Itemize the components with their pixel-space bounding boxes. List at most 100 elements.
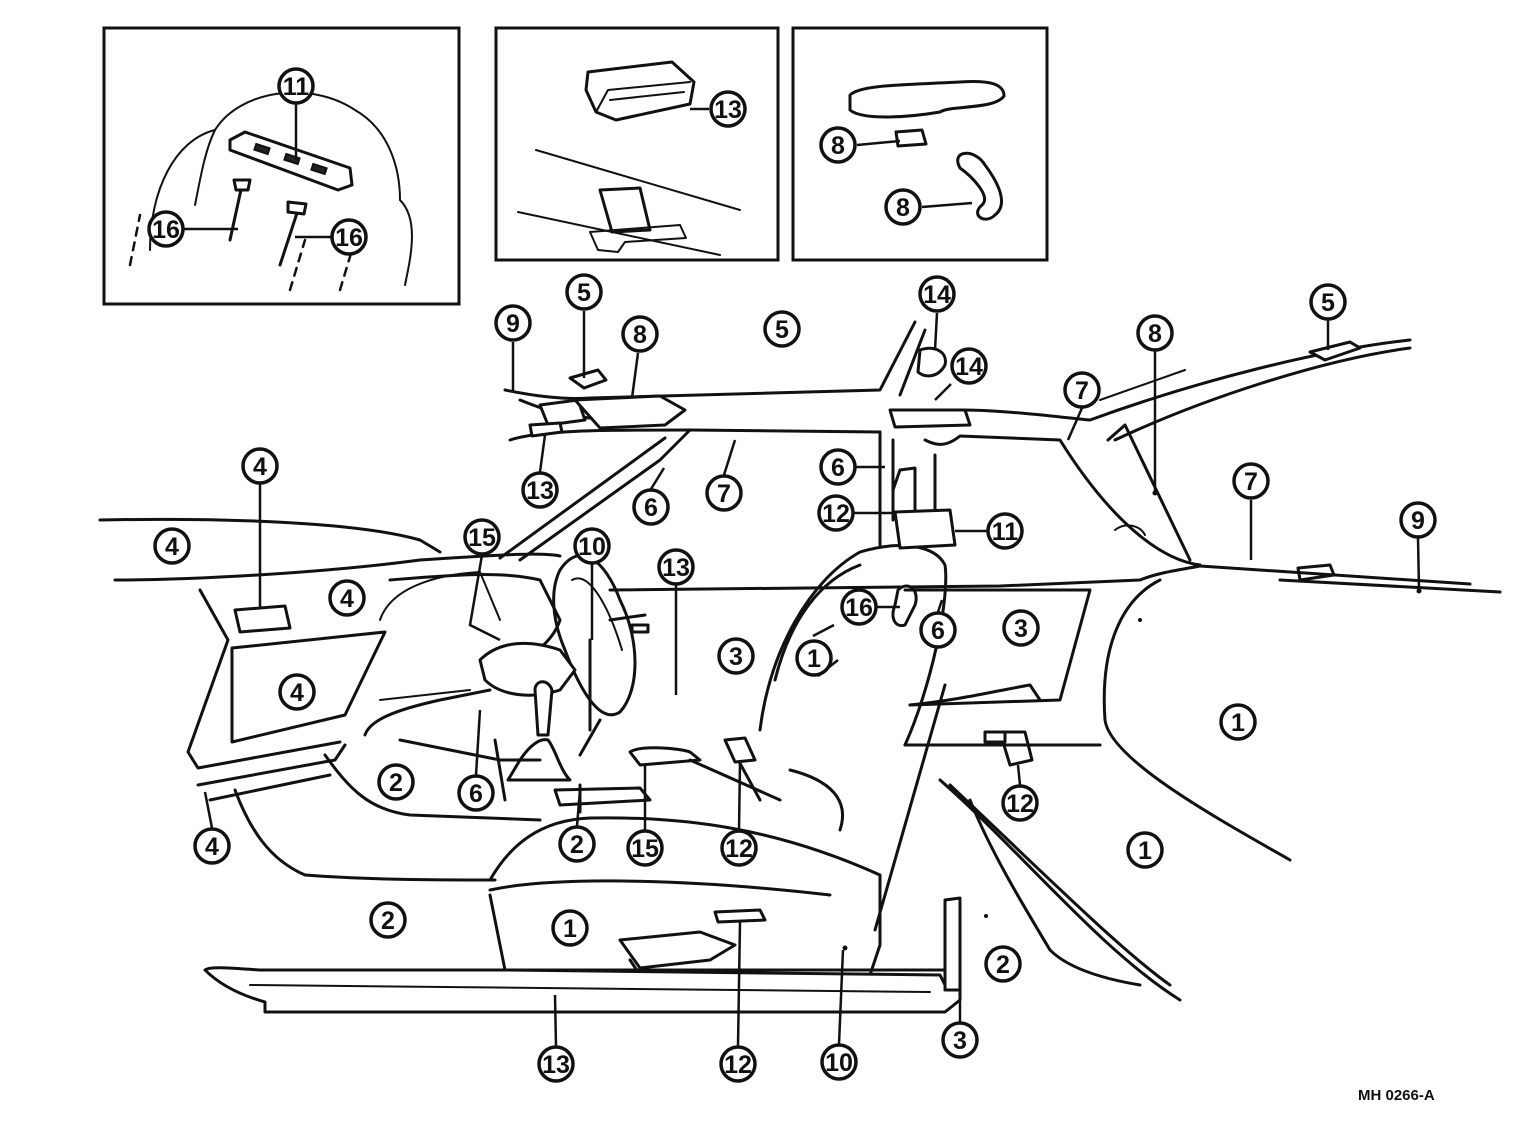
callout-9: 9 [1399, 501, 1437, 539]
callout-13: 13 [537, 1045, 575, 1083]
callout-7-label: 7 [717, 480, 731, 508]
callout-12: 12 [1001, 784, 1039, 822]
callout-4-label: 4 [165, 533, 179, 561]
callout-8-label: 8 [831, 132, 845, 160]
callout-3-label: 3 [953, 1027, 967, 1055]
callout-14-label: 14 [923, 281, 951, 309]
callout-7: 7 [1232, 462, 1270, 500]
callout-12: 12 [817, 494, 855, 532]
callout-11: 11 [986, 512, 1024, 550]
callout-6: 6 [919, 611, 957, 649]
callout-1-label: 1 [807, 645, 821, 673]
floor-carpet [233, 738, 542, 882]
callout-1-label: 1 [1231, 709, 1245, 737]
callout-11-label: 11 [992, 518, 1019, 546]
roof-headliner [503, 320, 1412, 562]
callout-15: 15 [463, 518, 501, 556]
callout-5: 5 [1309, 283, 1347, 321]
callout-8: 8 [1136, 314, 1174, 352]
callout-3-label: 3 [1014, 615, 1028, 643]
dashboard [98, 517, 1502, 802]
callout-8-label: 8 [633, 321, 647, 349]
front-seat [488, 466, 957, 977]
callout-4: 4 [193, 827, 231, 865]
callout-14: 14 [950, 347, 988, 385]
callout-10: 10 [820, 1043, 858, 1081]
callout-10: 10 [573, 527, 611, 565]
callout-2: 2 [984, 945, 1022, 983]
callout-12-label: 12 [1006, 790, 1034, 818]
callout-8-label: 8 [896, 194, 910, 222]
callout-7-label: 7 [1244, 468, 1258, 496]
callout-2: 2 [377, 763, 415, 801]
callout-4-label: 4 [253, 453, 267, 481]
callout-6: 6 [457, 774, 495, 812]
callout-10-label: 10 [578, 533, 606, 561]
callout-3: 3 [1002, 609, 1040, 647]
callout-16: 16 [330, 218, 368, 256]
callout-7-label: 7 [1075, 377, 1089, 405]
callout-8: 8 [819, 126, 857, 164]
callout-5-label: 5 [577, 279, 591, 307]
callout-5: 5 [565, 273, 603, 311]
inset-headrest [102, 26, 461, 306]
diagram-code: MH 0266-A [1358, 1087, 1435, 1104]
callout-4: 4 [328, 579, 366, 617]
callout-15-label: 15 [468, 524, 496, 552]
callout-9-label: 9 [506, 310, 520, 338]
door-and-rear [873, 578, 1292, 1002]
callout-6-label: 6 [831, 454, 845, 482]
callout-2-label: 2 [381, 907, 395, 935]
callout-1: 1 [1126, 831, 1164, 869]
callout-12: 12 [720, 829, 758, 867]
callouts: 11 16 16 13 8 8 5 8 5 9 14 14 13 6 7 6 1… [147, 67, 1437, 1083]
callout-4-label: 4 [290, 679, 304, 707]
callout-1-label: 1 [1138, 837, 1152, 865]
callout-10-label: 10 [825, 1049, 853, 1077]
leader-lines [183, 103, 1421, 1047]
callout-9-label: 9 [1411, 507, 1425, 535]
callout-5: 5 [763, 310, 801, 348]
callout-15: 15 [626, 829, 664, 867]
callout-16: 16 [147, 210, 185, 248]
callout-2-label: 2 [570, 831, 584, 859]
callout-3: 3 [941, 1021, 979, 1059]
callout-7: 7 [705, 474, 743, 512]
callout-6-label: 6 [644, 494, 658, 522]
callout-13: 13 [521, 471, 559, 509]
callout-9: 9 [494, 304, 532, 342]
callout-3: 3 [717, 637, 755, 675]
callout-6-label: 6 [931, 617, 945, 645]
callout-6: 6 [819, 448, 857, 486]
callout-13-label: 13 [526, 477, 554, 505]
callout-14-label: 14 [955, 353, 983, 381]
callout-2-label: 2 [389, 769, 403, 797]
callout-12-label: 12 [725, 835, 753, 863]
callout-4-label: 4 [340, 585, 354, 613]
callout-1: 1 [551, 909, 589, 947]
callout-8-label: 8 [1148, 320, 1162, 348]
inset-assist-grip [791, 26, 1049, 262]
callout-16: 16 [840, 588, 878, 626]
callout-4: 4 [278, 673, 316, 711]
callout-1: 1 [795, 639, 833, 677]
callout-4: 4 [153, 527, 191, 565]
callout-2-label: 2 [996, 951, 1010, 979]
callout-8: 8 [621, 315, 659, 353]
inset-console-box [494, 26, 780, 262]
callout-13-label: 13 [542, 1051, 570, 1079]
callout-2: 2 [369, 901, 407, 939]
callout-13-label: 13 [714, 96, 742, 124]
callout-12-label: 12 [822, 500, 850, 528]
callout-16-label: 16 [335, 224, 363, 252]
callout-5-label: 5 [1321, 289, 1335, 317]
callout-4-label: 4 [205, 833, 219, 861]
hardware-dots [842, 490, 1422, 951]
callout-14: 14 [918, 275, 956, 313]
callout-1: 1 [1219, 703, 1257, 741]
callout-8: 8 [884, 188, 922, 226]
callout-12-label: 12 [724, 1051, 752, 1079]
callout-4: 4 [241, 447, 279, 485]
callout-7: 7 [1063, 371, 1101, 409]
callout-2: 2 [558, 825, 596, 863]
